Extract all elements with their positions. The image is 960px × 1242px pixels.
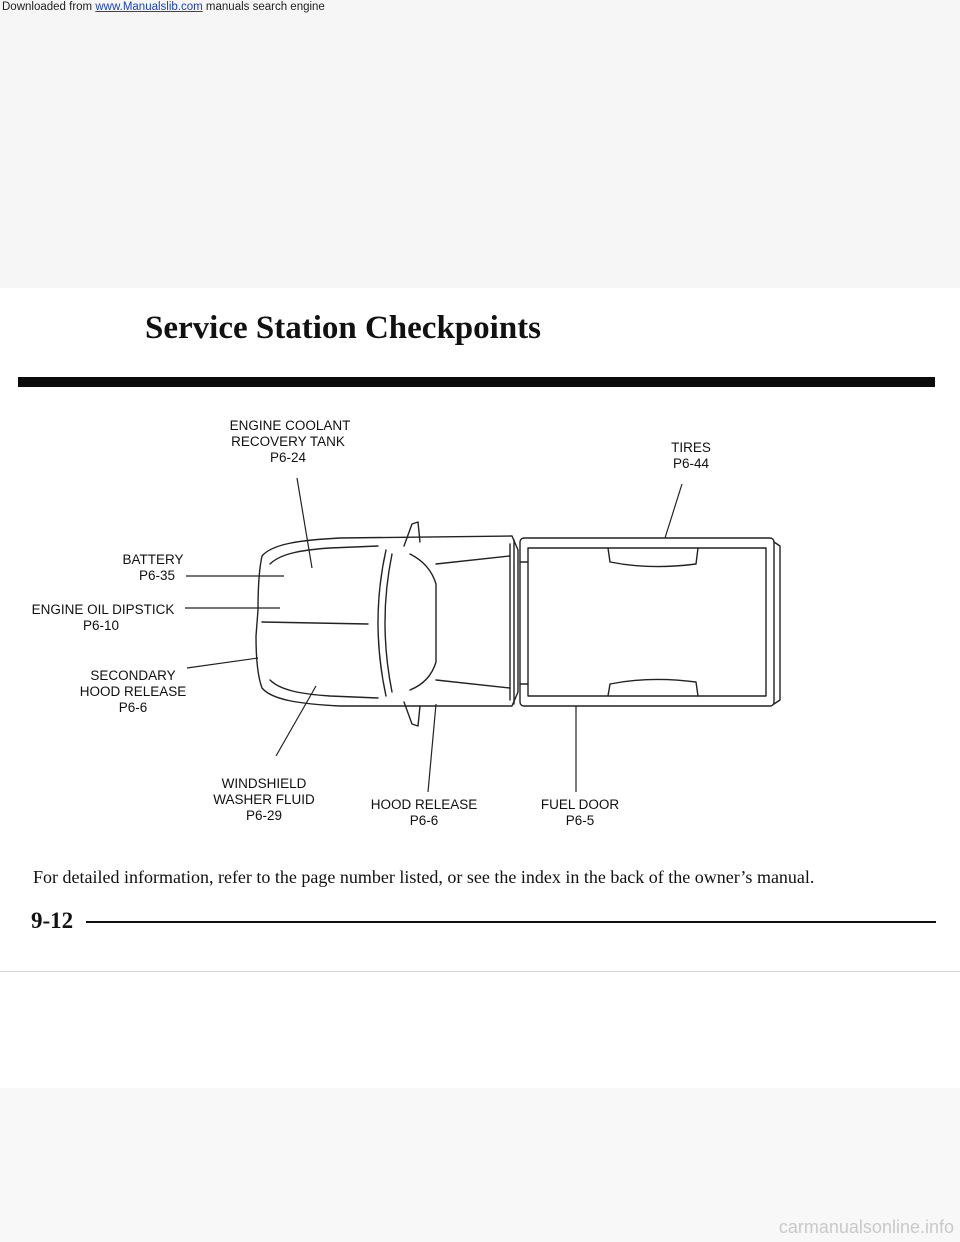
manualslib-link[interactable]: www.Manualslib.com bbox=[95, 1, 203, 13]
header-suffix: manuals search engine bbox=[205, 1, 325, 13]
pickup-bed bbox=[519, 537, 775, 707]
roof-outline bbox=[409, 553, 437, 691]
label-battery-page: P6-35 bbox=[139, 568, 175, 583]
leader-washer bbox=[275, 685, 317, 757]
bottom-margin: carmanualsonline.info bbox=[0, 1088, 960, 1242]
header-prefix: Downloaded from bbox=[2, 1, 93, 13]
label-coolant-line2: RECOVERY TANK bbox=[231, 434, 345, 449]
label-washer-line2: WASHER FLUID bbox=[213, 792, 315, 807]
leader-secondary bbox=[186, 657, 259, 669]
page-number: 9-12 bbox=[31, 908, 74, 933]
wheel-well-bottom bbox=[607, 678, 699, 697]
mirror-bottom bbox=[403, 701, 421, 727]
label-coolant-line1: ENGINE COOLANT bbox=[230, 418, 351, 433]
manual-page: Service Station Checkpoints bbox=[0, 288, 960, 1088]
windshield-curve bbox=[377, 549, 387, 697]
hood-inner bbox=[269, 545, 379, 565]
leader-coolant bbox=[296, 477, 313, 569]
label-hood-page: P6-6 bbox=[410, 813, 439, 828]
leader-hood bbox=[427, 703, 437, 793]
label-tires-page: P6-44 bbox=[673, 456, 710, 471]
top-margin bbox=[0, 0, 960, 288]
label-washer-line1: WINDSHIELD bbox=[222, 776, 307, 791]
leader-tires bbox=[664, 483, 683, 539]
label-secondary-line1: SECONDARY bbox=[90, 668, 175, 683]
label-washer-page: P6-29 bbox=[246, 808, 282, 823]
truck-top-view-diagram: ENGINE COOLANT RECOVERY TANK P6-24 TIRES… bbox=[32, 418, 781, 828]
label-secondary-line2: HOOD RELEASE bbox=[80, 684, 187, 699]
scan-line bbox=[0, 971, 960, 972]
label-fuel-line1: FUEL DOOR bbox=[541, 797, 620, 812]
label-secondary-page: P6-6 bbox=[119, 700, 148, 715]
cab-outline bbox=[255, 535, 519, 707]
label-coolant-page: P6-24 bbox=[270, 450, 307, 465]
label-fuel-page: P6-5 bbox=[566, 813, 595, 828]
label-hood-line1: HOOD RELEASE bbox=[371, 797, 478, 812]
mirror-top bbox=[403, 521, 421, 547]
caption-text: For detailed information, refer to the p… bbox=[33, 867, 815, 887]
label-tires-line1: TIRES bbox=[671, 440, 711, 455]
watermark-logo: carmanualsonline.info bbox=[778, 1217, 954, 1237]
label-dipstick-page: P6-10 bbox=[83, 618, 119, 633]
wheel-well-top bbox=[607, 547, 699, 568]
label-battery-line1: BATTERY bbox=[122, 552, 183, 567]
page-title: Service Station Checkpoints bbox=[145, 310, 541, 346]
title-rule bbox=[18, 377, 935, 387]
page-number-rule bbox=[86, 921, 936, 923]
label-dipstick-line1: ENGINE OIL DIPSTICK bbox=[32, 602, 175, 617]
download-header: Downloaded from www.Manualslib.com manua… bbox=[0, 0, 325, 18]
